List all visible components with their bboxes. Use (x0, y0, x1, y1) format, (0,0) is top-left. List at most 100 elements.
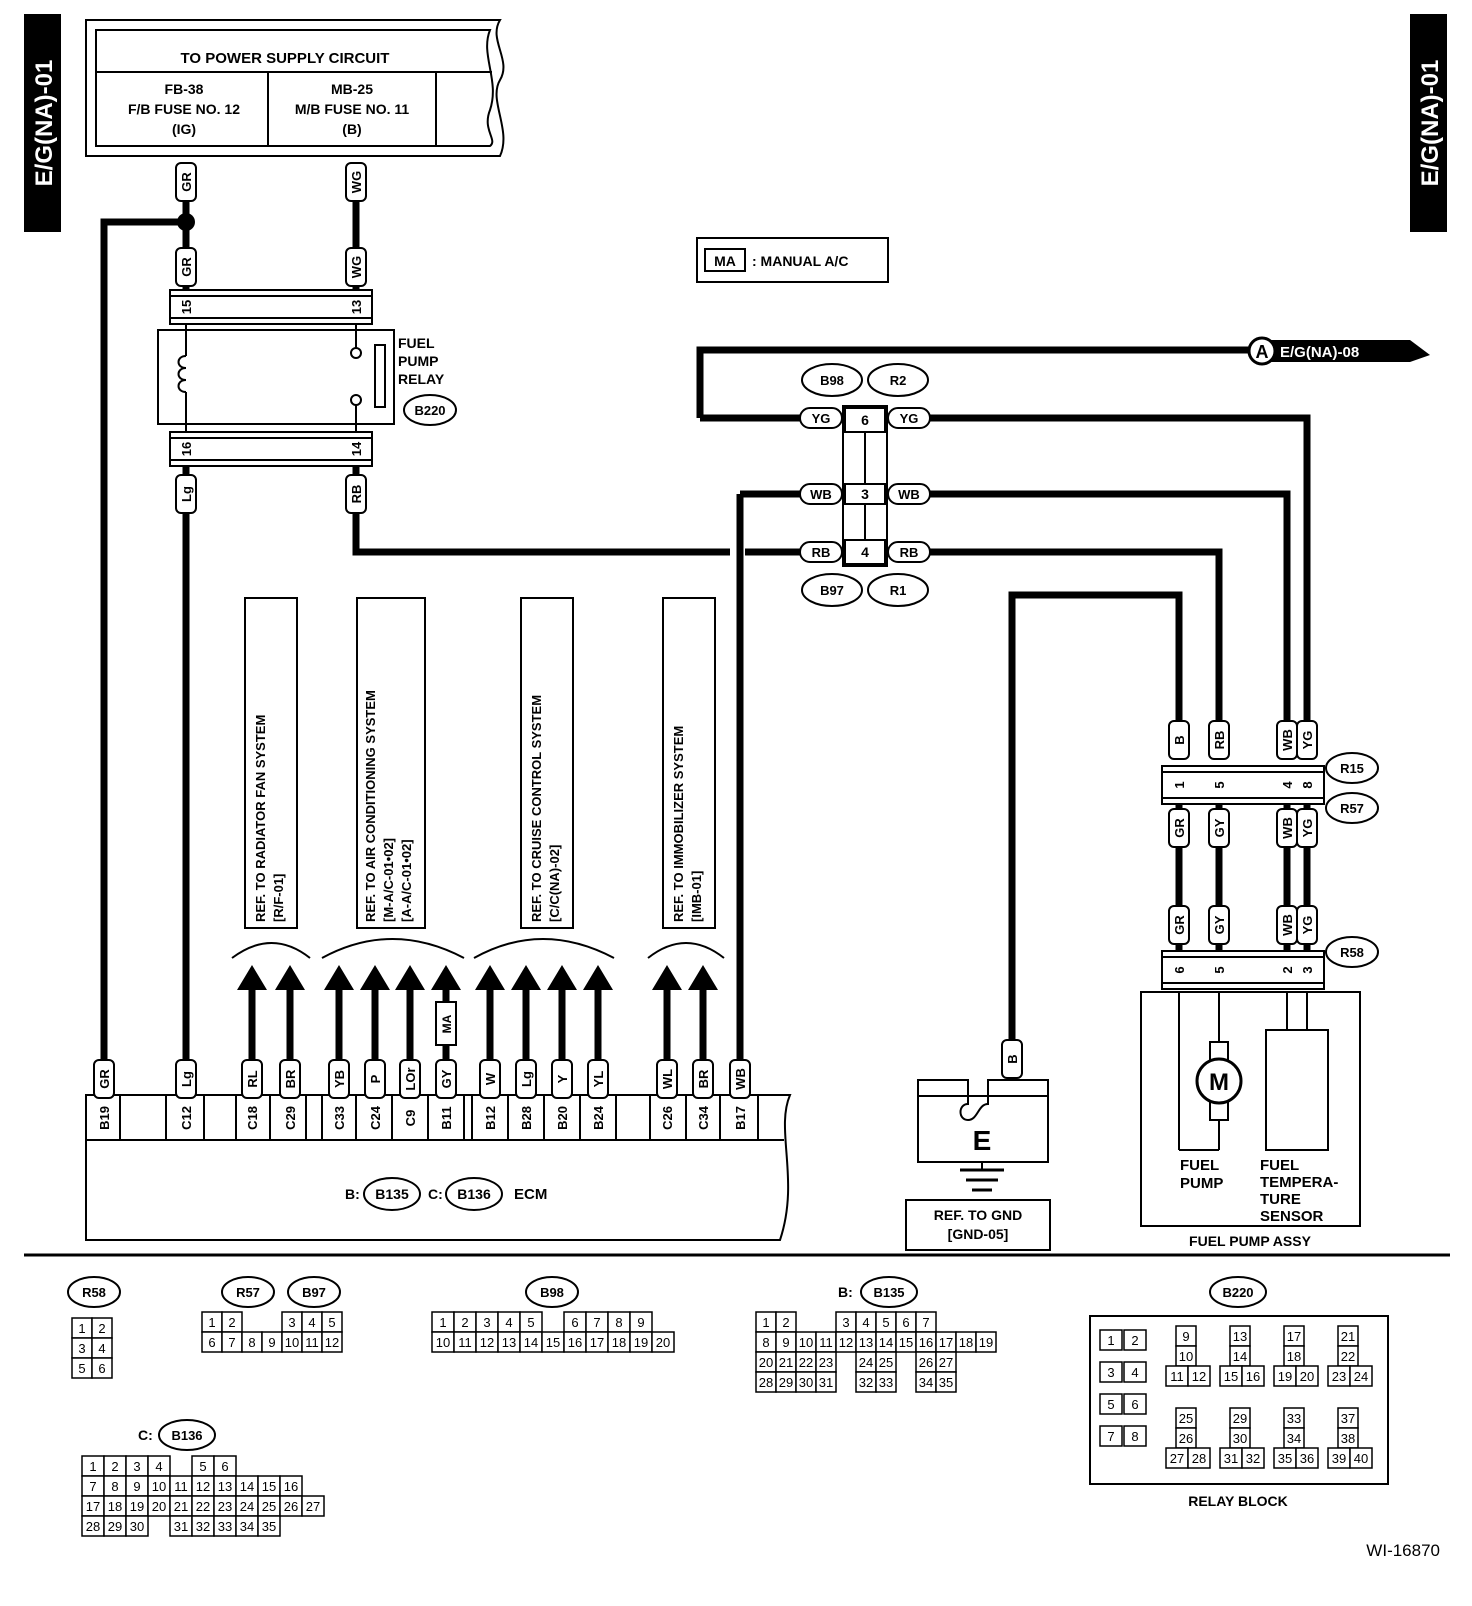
relay-pin-15: 15 (179, 300, 194, 314)
view-b135-pin-12: 12 (839, 1335, 853, 1350)
ref-immobilizer-line2: [IMB-01] (689, 871, 704, 922)
view-r57-b97-cell (321, 1331, 343, 1353)
ecm-wire-tag-c26: WL (660, 1069, 675, 1089)
ecm-wire-tag-c9: LOr (403, 1067, 418, 1090)
ref-a-letter: A (1256, 342, 1269, 362)
r15-pin-4: 4 (1280, 781, 1295, 789)
view-b136-pin-4: 4 (155, 1459, 162, 1474)
view-label-r58: R58 (82, 1285, 106, 1300)
view-b220-cell (1099, 1425, 1123, 1447)
ecm-pin-b12: B12 (483, 1106, 498, 1130)
view-b98-pin-19: 19 (634, 1335, 648, 1350)
view-b136-pin-18: 18 (108, 1499, 122, 1514)
view-r57-b97-pin-7: 7 (228, 1335, 235, 1350)
view-b220-cell (1349, 1365, 1373, 1387)
view-b220-cell (1123, 1425, 1147, 1447)
view-b220-pin-40: 40 (1354, 1451, 1368, 1466)
legend-manual-ac: MA : MANUAL A/C (696, 237, 889, 283)
view-b136-pin-25: 25 (262, 1499, 276, 1514)
r58-wire-tag-3-bg (1296, 905, 1318, 945)
ecm-wire-tag-c18-bg (241, 1059, 263, 1099)
view-b98-pin-4: 4 (505, 1315, 512, 1330)
view-b220-cell (1241, 1447, 1265, 1469)
r57-wire-tag-0-bg (1168, 808, 1190, 848)
view-b220-pin-19: 19 (1278, 1369, 1292, 1384)
r15-wire-tag-1-bg (1208, 720, 1230, 760)
ecm-wire-tag-b24: YL (591, 1071, 606, 1088)
view-r57-b97-pin-4: 4 (308, 1315, 315, 1330)
ecm-wire-tag-b11: GY (439, 1069, 454, 1088)
view-b136-pin-14: 14 (240, 1479, 254, 1494)
view-b220-pin-30: 30 (1233, 1431, 1247, 1446)
ecm: GRB19LgC12RLC18BRC29YBC33PC24LOrC9GYB11W… (85, 1059, 792, 1241)
view-b135-pin-32: 32 (859, 1375, 873, 1390)
view-b220-pin-18: 18 (1287, 1349, 1301, 1364)
view-r57-b97-pin-6: 6 (208, 1335, 215, 1350)
ref-cruise-control-line1: REF. TO CRUISE CONTROL SYSTEM (529, 695, 544, 922)
view-b136-pin-34: 34 (240, 1519, 254, 1534)
view-b136-pin-32: 32 (196, 1519, 210, 1534)
view-b98-pin-5: 5 (527, 1315, 534, 1330)
ecm-wire-tag-b19-bg (93, 1059, 115, 1099)
ecm-pin-c26: C26 (660, 1106, 675, 1130)
r15-wire-tag-3-bg (1296, 720, 1318, 760)
view-b135-pin-2: 2 (782, 1315, 789, 1330)
view-r58-pin-5: 5 (78, 1361, 85, 1376)
view-b98-cell (651, 1331, 675, 1353)
view-b220-pin-10: 10 (1179, 1349, 1193, 1364)
conn-r15: R15 (1340, 761, 1364, 776)
view-label-b220: B220 (1222, 1285, 1253, 1300)
relay-pin-16: 16 (179, 442, 194, 456)
ecm-wire-tag-c9-bg (399, 1059, 421, 1099)
view-b136-pin-30: 30 (130, 1519, 144, 1534)
conn-b98: B98 (820, 373, 844, 388)
ecm-wire-tag-c12-bg (175, 1059, 197, 1099)
view-b220-pin-11: 11 (1170, 1369, 1184, 1384)
relay-label-3: RELAY (398, 371, 445, 387)
r15-wire-tag-1: RB (1212, 731, 1227, 750)
view-b98-pin-10: 10 (436, 1335, 450, 1350)
view-b220-pin-14: 14 (1233, 1349, 1247, 1364)
view-b135-pin-5: 5 (882, 1315, 889, 1330)
view-b136-pin-6: 6 (221, 1459, 228, 1474)
view-b220-cell (1123, 1329, 1147, 1351)
reference-boxes: REF. TO RADIATOR FAN SYSTEM [R/F-01] REF… (231, 597, 725, 959)
view-b220-pin-8: 8 (1131, 1429, 1138, 1444)
wire-tag-wg-relay: WG (349, 256, 364, 278)
ecm-wire-tag-b11-bg (435, 1059, 457, 1099)
r15-wire-tag-3: YG (1300, 731, 1315, 750)
view-b220-cell (1123, 1361, 1147, 1383)
view-b98-pin-9: 9 (637, 1315, 644, 1330)
view-b220-pin-1: 1 (1107, 1333, 1114, 1348)
view-b136-pin-20: 20 (152, 1499, 166, 1514)
view-b135-pin-28: 28 (759, 1375, 773, 1390)
view-b136-pin-23: 23 (218, 1499, 232, 1514)
ecm-wire-tag-c24: P (368, 1074, 383, 1083)
view-r57-b97-pin-12: 12 (325, 1335, 339, 1350)
view-b135-pin-14: 14 (879, 1335, 893, 1350)
view-b135-pin-20: 20 (759, 1355, 773, 1370)
upper-wire-tags: GR WG GR WG Lg RB (175, 162, 367, 514)
ecm-pin-c12: C12 (179, 1106, 194, 1130)
fuse1-line1: FB-38 (165, 81, 204, 97)
view-b136-pin-9: 9 (133, 1479, 140, 1494)
view-b220-cell (1295, 1447, 1319, 1469)
view-b135-pin-27: 27 (939, 1355, 953, 1370)
view-r57-b97-pin-9: 9 (268, 1335, 275, 1350)
view-b220-pin-27: 27 (1170, 1451, 1184, 1466)
ecm-label: ECM (514, 1186, 547, 1203)
view-b135-pin-34: 34 (919, 1375, 933, 1390)
view-b136-pin-35: 35 (262, 1519, 276, 1534)
view-b136-pin-12: 12 (196, 1479, 210, 1494)
view-b220-pin-6: 6 (1131, 1397, 1138, 1412)
ecm-pin-c34: C34 (696, 1105, 711, 1130)
view-b220-pin-3: 3 (1107, 1365, 1114, 1380)
r58-wire-tag-0-bg (1168, 905, 1190, 945)
